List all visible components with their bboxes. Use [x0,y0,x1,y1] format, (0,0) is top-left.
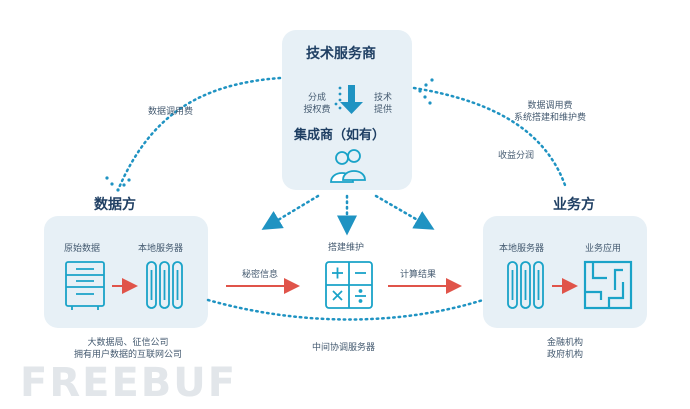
tech-provider-title: 技术服务商 [306,46,376,62]
secret-info-label: 秘密信息 [242,270,279,280]
business-app-maze-icon [583,260,633,310]
flow-dotted-bottom [206,298,485,321]
business-app-label: 业务应用 [585,244,622,254]
dotted-arrowhead-right [418,78,434,105]
data-party-caption-line2: 拥有用户数据的互联网公司 [73,350,182,360]
data-fee-right-label: 数据调用费 系统搭建和维护费 [500,100,600,124]
tech-left-note: 分成 授权费 [302,92,332,116]
business-local-server-label: 本地服务器 [499,244,545,254]
tech-left-note-line1: 分成 [307,93,326,103]
flow-to-business-party [374,194,435,230]
business-local-server-icon [507,261,544,309]
tech-down-arrow [334,85,363,114]
compute-result-label: 计算结果 [400,270,437,280]
middle-server-label: 中间协调服务器 [312,343,376,353]
flow-to-data-party [261,194,320,230]
tech-provider-panel [282,30,412,190]
revenue-share-label: 收益分润 [498,151,535,161]
business-party-caption: 金融机构 政府机构 [530,337,600,361]
raw-data-label: 原始数据 [64,244,101,254]
raw-data-server-icon [65,261,105,310]
dotted-arrowhead-left [105,176,131,192]
tech-right-note-line2: 提供 [373,105,392,115]
data-fee-right-line1: 数据调用费 [527,101,573,111]
tech-right-note: 技术 提供 [370,92,396,116]
data-fee-right-line2: 系统搭建和维护费 [513,113,586,123]
business-party-panel [483,216,647,328]
data-local-server-icon [146,261,183,309]
data-fee-left-label: 数据调用费 [148,107,194,117]
data-party-title: 数据方 [94,197,136,213]
business-party-caption-line2: 政府机构 [546,350,583,360]
tech-left-note-line2: 授权费 [303,105,331,115]
tech-right-note-line1: 技术 [373,93,392,103]
calculator-icon [325,261,373,309]
data-party-caption-line1: 大数据局、征信公司 [87,338,169,348]
business-party-title: 业务方 [553,197,595,213]
flow-dotted-left-upper [116,76,282,192]
build-maintain-label: 搭建维护 [328,243,365,253]
data-local-server-label: 本地服务器 [138,244,184,254]
integrator-title: 集成商（如有） [294,128,386,143]
flow-dotted-right-upper [412,86,568,190]
integrator-people-icon [330,149,366,183]
business-party-caption-line1: 金融机构 [546,338,583,348]
freebuf-watermark: FREEBUF [20,360,238,406]
data-party-caption: 大数据局、征信公司 拥有用户数据的互联网公司 [58,337,198,361]
